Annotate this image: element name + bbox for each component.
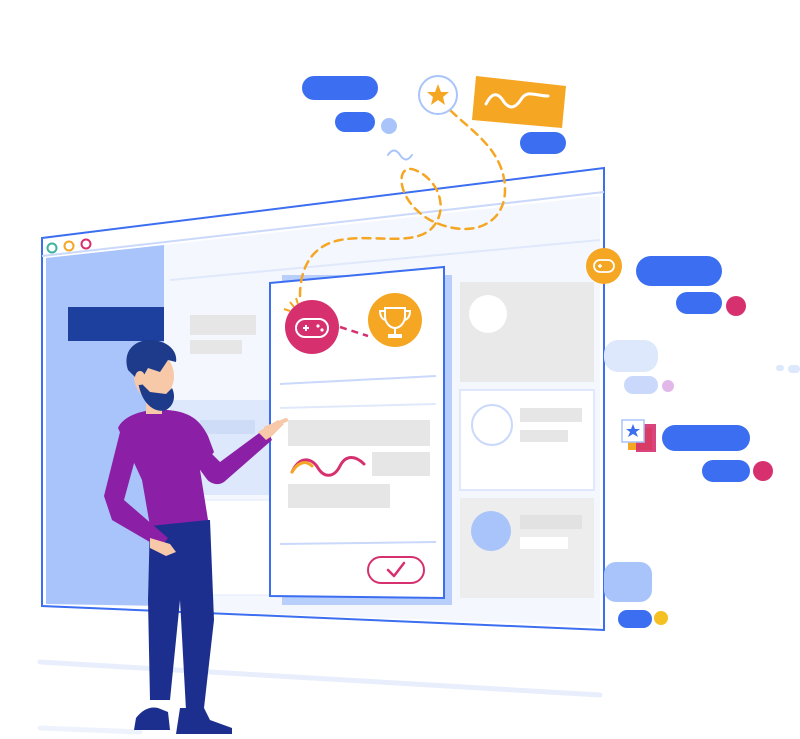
window-close-dot (46, 242, 58, 254)
window-maximize-dot (80, 238, 92, 250)
purple-shirt (118, 409, 214, 526)
right-shoe (176, 708, 232, 734)
sidebar-block (68, 307, 170, 341)
main-card (269, 265, 452, 605)
floor-lines (37, 659, 603, 735)
confirm-button[interactable] (367, 556, 425, 584)
left-shoe (134, 707, 170, 730)
gamepad-icon (283, 297, 339, 354)
dashed-path (298, 108, 507, 298)
window-minimize-dot (63, 240, 75, 252)
presenter-person (104, 340, 288, 734)
trophy-icon (368, 293, 422, 347)
star-icon (418, 75, 458, 115)
beard (138, 380, 174, 411)
gamepad-badge (586, 248, 622, 284)
floating-right (586, 248, 800, 628)
squiggle-line (290, 456, 366, 477)
squiggle-badge (472, 76, 566, 128)
floating-top (302, 75, 566, 161)
star-badge-icon (621, 419, 656, 452)
checkmark-icon (386, 561, 406, 578)
